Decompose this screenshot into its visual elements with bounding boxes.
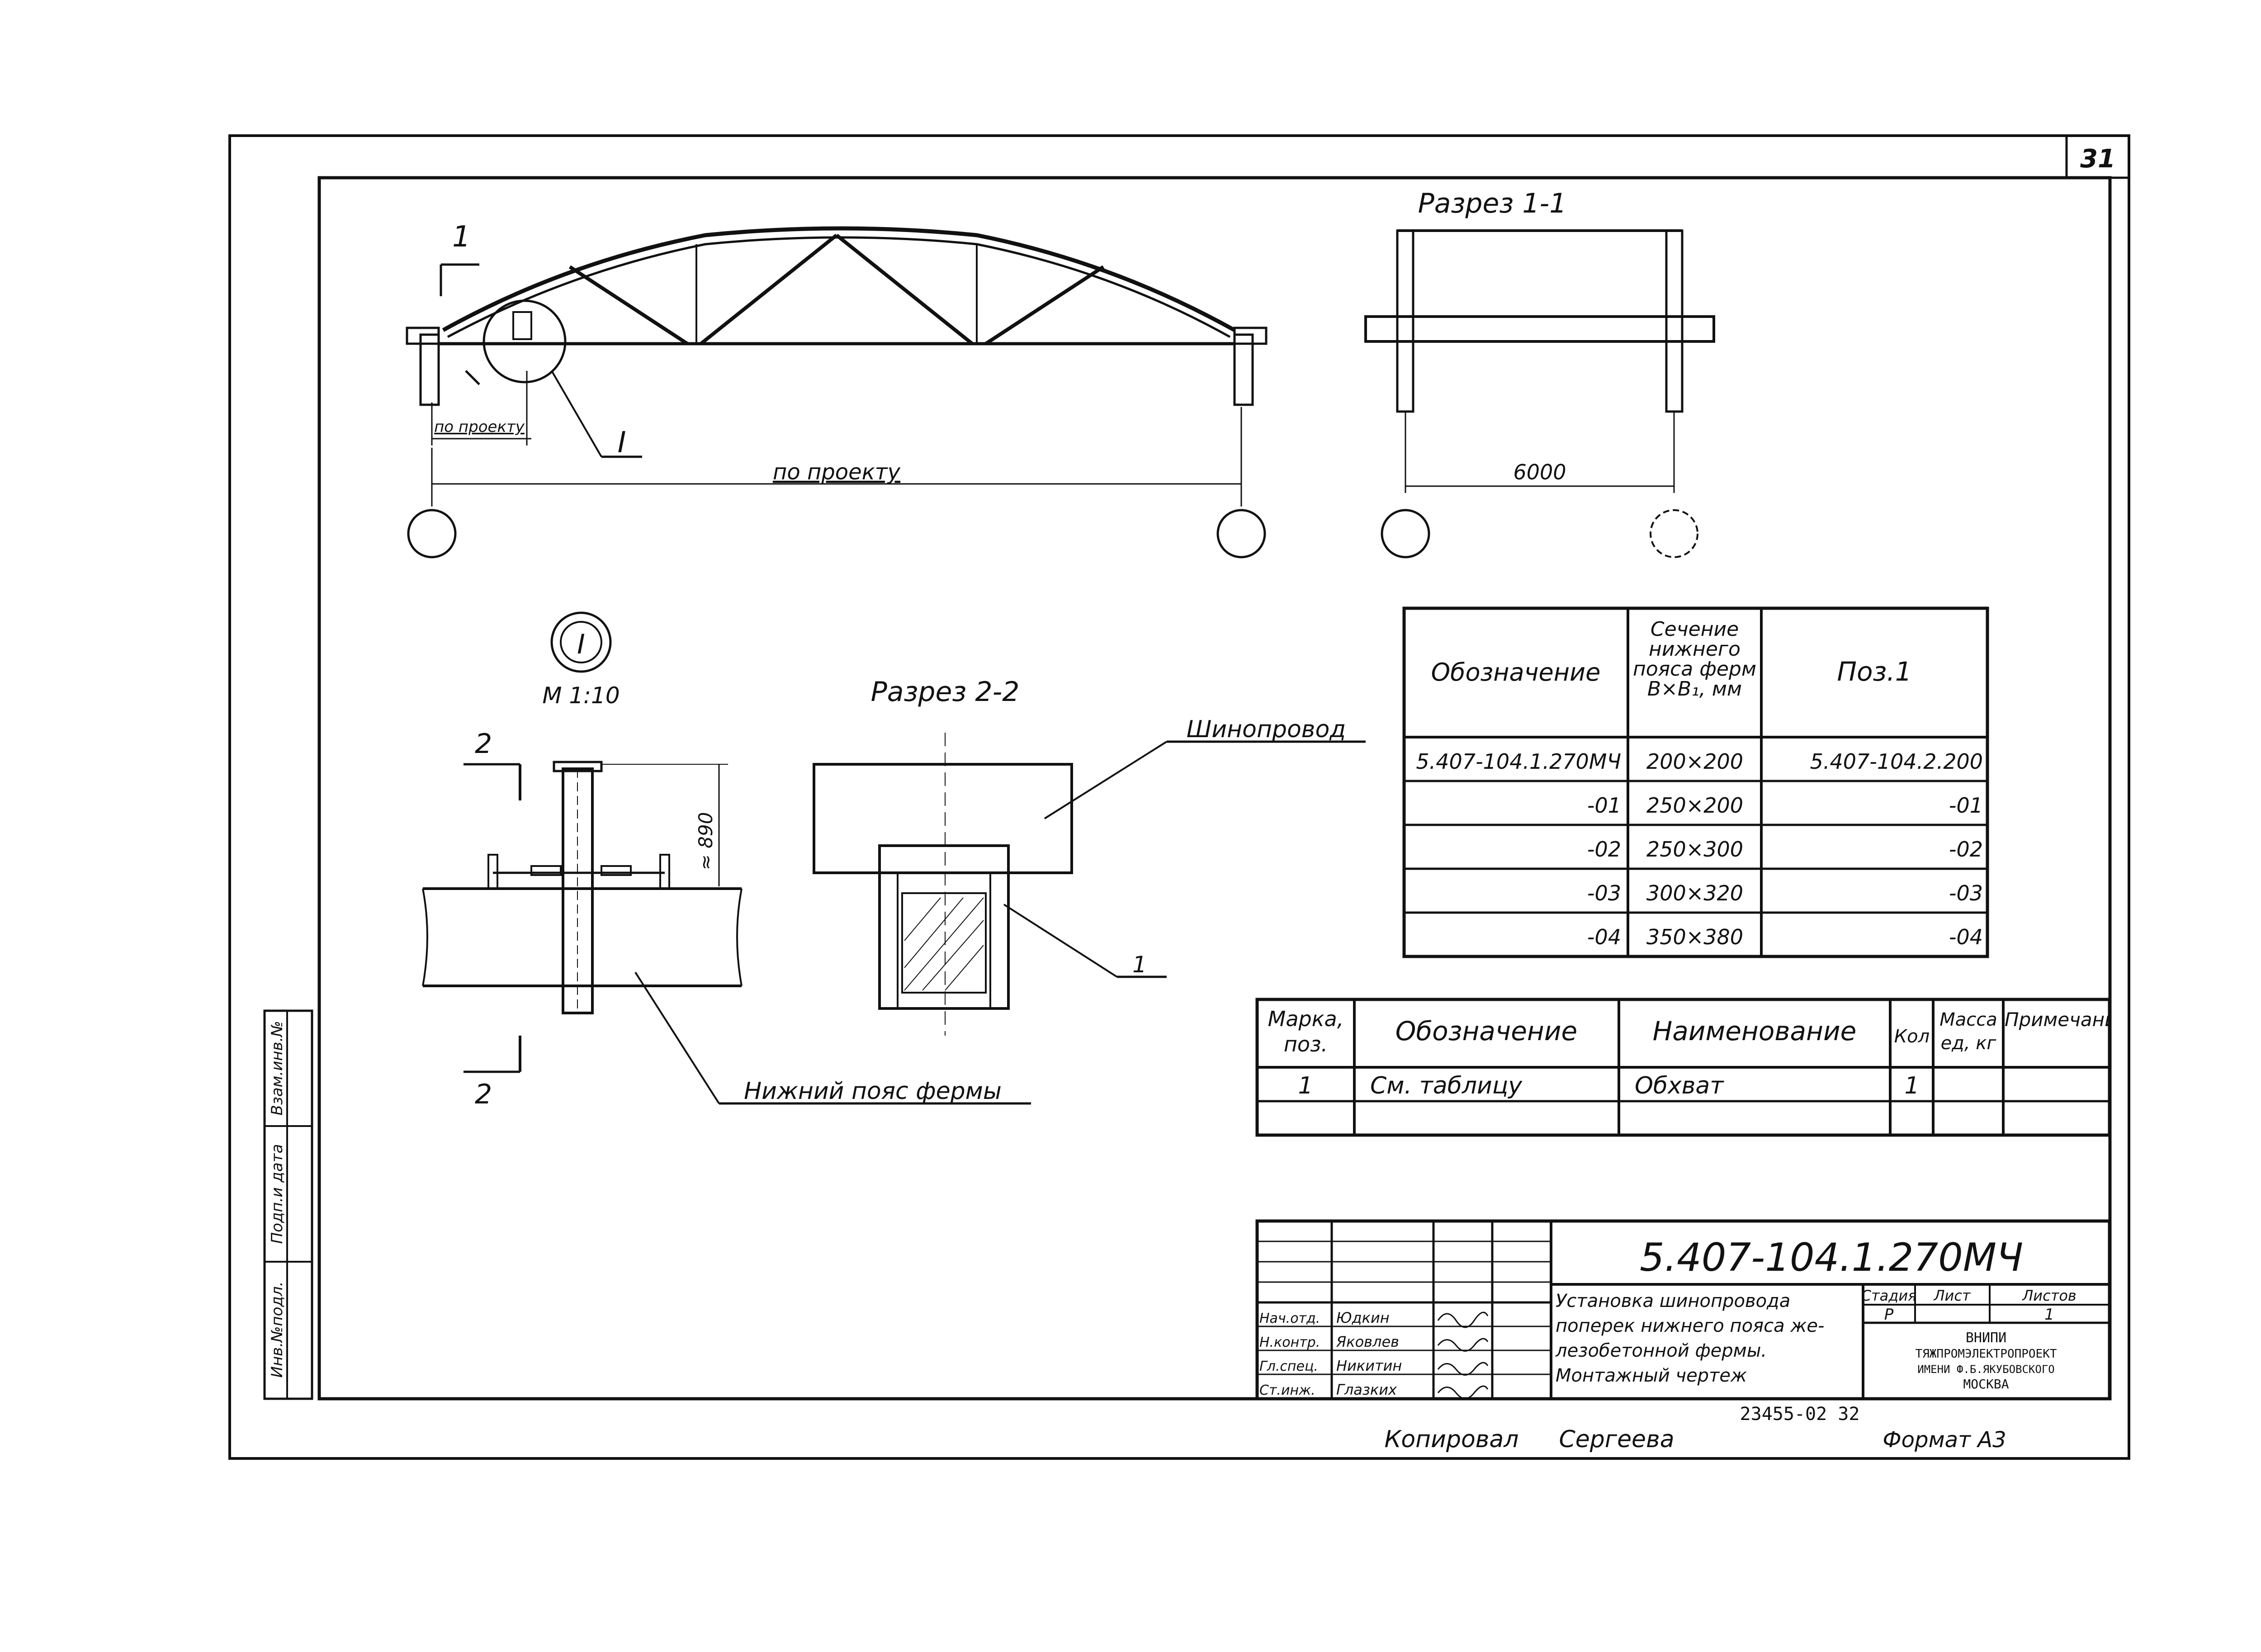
spec-row-designation: См. таблицу xyxy=(1370,1072,1523,1099)
detail-scale: М 1:10 xyxy=(542,682,620,709)
st-row-1-designation: 5.407-104.1.270МЧ xyxy=(1416,749,1621,774)
st-row-5-section: 350×380 xyxy=(1646,925,1743,949)
desc-line-4: Монтажный чертеж xyxy=(1556,1365,1747,1386)
org-line-1: ВНИПИ xyxy=(1966,1330,2006,1346)
org-line-3: ИМЕНИ Ф.Б.ЯКУБОВСКОГО xyxy=(1917,1363,2054,1376)
detail-I: I М 1:10 2 2 ≈ 890 Нижний пояс фермы xyxy=(422,611,1031,1110)
detail-dimension: ≈ 890 xyxy=(695,812,717,871)
stamp-replace-inv: Взам.инв.№ xyxy=(268,1021,286,1115)
detail-label: I xyxy=(577,629,585,660)
node-circle xyxy=(482,299,567,383)
copier-name: Сергеева xyxy=(1559,1426,1674,1453)
spec-header-designation: Обозначение xyxy=(1395,1016,1577,1046)
stamp-original-inv: Инв.№подл. xyxy=(268,1282,286,1378)
st-row-2-section: 250×200 xyxy=(1646,793,1743,818)
name-3: Никитин xyxy=(1336,1357,1402,1374)
sections-table: Обозначение Сечение нижнего пояса ферм B… xyxy=(1402,606,1989,958)
section-1-1-dimension: 6000 xyxy=(1513,460,1566,484)
title-block: 5.407-104.1.270МЧ Нач.отд. Н.контр. Гл.с… xyxy=(1255,1219,2111,1401)
pos-1-label: 1 xyxy=(1132,951,1147,978)
st-header-pos1: Поз.1 xyxy=(1837,656,1911,687)
section-mark-1: 1 xyxy=(452,220,471,254)
format-label: Формат А3 xyxy=(1883,1427,2006,1453)
spec-row-qty: 1 xyxy=(1904,1072,1919,1099)
org-line-2: ТЯЖПРОМЭЛЕКТРОПРОЕКТ xyxy=(1915,1347,2057,1361)
desc-line-1: Установка шинопровода xyxy=(1556,1291,1790,1311)
st-row-4-designation: -03 xyxy=(1587,881,1621,905)
name-1: Юдкин xyxy=(1336,1309,1390,1326)
st-row-3-pos: -02 xyxy=(1949,837,1983,862)
spec-header-note: Примечание xyxy=(2005,1008,2109,1031)
st-row-5-pos: -04 xyxy=(1949,925,1983,949)
stage-header: Стадия xyxy=(1861,1287,1917,1304)
truss-elevation: I 1 по проекту по проекту xyxy=(406,220,1268,559)
section-2-2: Разрез 2-2 Шинопровод 1 xyxy=(813,676,1366,1036)
st-row-4-section: 300×320 xyxy=(1646,881,1743,905)
lower-chord-label: Нижний пояс фермы xyxy=(744,1078,1002,1105)
st-row-1-section: 200×200 xyxy=(1646,749,1743,774)
spec-header-mass: Масса ед, кг xyxy=(1939,1009,1997,1054)
spec-row-mark: 1 xyxy=(1298,1072,1313,1099)
st-row-1-pos: 5.407-104.2.200 xyxy=(1810,749,1983,774)
busbar-label: Шинопровод xyxy=(1187,716,1346,743)
st-header-designation: Обозначение xyxy=(1431,658,1601,686)
dim-by-project: по проекту xyxy=(773,459,901,485)
spec-table: Марка, поз. Обозначение Наименование Кол… xyxy=(1255,998,2111,1137)
st-row-5-designation: -04 xyxy=(1587,925,1621,949)
role-2: Н.контр. xyxy=(1259,1335,1320,1350)
title-code: 5.407-104.1.270МЧ xyxy=(1640,1235,2023,1280)
bottom-notes: 23455-02 32 Копировал Сергеева Формат А3 xyxy=(1384,1404,2006,1453)
spec-header-mark: Марка, поз. xyxy=(1268,1007,1344,1056)
st-row-3-section: 250×300 xyxy=(1646,837,1743,862)
doc-number: 23455-02 32 xyxy=(1740,1404,1860,1425)
role-4: Ст.инж. xyxy=(1259,1382,1315,1398)
sheets-value: 1 xyxy=(2044,1306,2054,1324)
spec-row-name: Обхват xyxy=(1635,1072,1724,1099)
dim-by-project-small: по проекту xyxy=(434,418,525,436)
desc-line-2: поперек нижнего пояса же- xyxy=(1556,1316,1824,1336)
section-1-1: Разрез 1-1 6000 xyxy=(1364,188,1715,559)
desc-line-3: лезобетонной фермы. xyxy=(1555,1340,1767,1361)
st-row-2-designation: -01 xyxy=(1587,793,1621,818)
sheets-header: Листов xyxy=(2022,1287,2077,1304)
stage-value: Р xyxy=(1884,1306,1894,1324)
name-4: Глазких xyxy=(1336,1381,1397,1398)
org-line-4: МОСКВА xyxy=(1963,1377,2009,1392)
name-2: Яковлев xyxy=(1336,1333,1399,1350)
st-header-section: Сечение нижнего пояса ферм B×B₁, мм xyxy=(1632,618,1757,701)
sheet-number-box xyxy=(2065,134,2130,179)
st-row-3-designation: -02 xyxy=(1587,837,1621,862)
outer-frame xyxy=(228,134,2130,1460)
section-mark-2-top: 2 xyxy=(475,728,492,760)
role-1: Нач.отд. xyxy=(1259,1311,1320,1326)
spec-header-name: Наименование xyxy=(1653,1016,1857,1046)
side-stamp: Взам.инв.№ Подп.и дата Инв.№подл. xyxy=(263,1009,313,1400)
spec-header-qty: Кол xyxy=(1894,1026,1930,1047)
inner-frame xyxy=(317,176,2112,1401)
section-1-1-title: Разрез 1-1 xyxy=(1418,188,1567,219)
st-row-4-pos: -03 xyxy=(1949,881,1983,905)
sheet-number: 31 xyxy=(2080,144,2115,174)
st-row-2-pos: -01 xyxy=(1949,793,1983,818)
section-2-2-title: Разрез 2-2 xyxy=(871,676,1020,708)
role-3: Гл.спец. xyxy=(1259,1359,1318,1374)
node-label: I xyxy=(618,426,626,459)
stamp-sign-date: Подп.и дата xyxy=(268,1144,286,1244)
copied-label: Копировал xyxy=(1384,1426,1518,1453)
section-mark-2-bottom: 2 xyxy=(475,1079,492,1110)
sheet-header: Лист xyxy=(1933,1287,1971,1304)
